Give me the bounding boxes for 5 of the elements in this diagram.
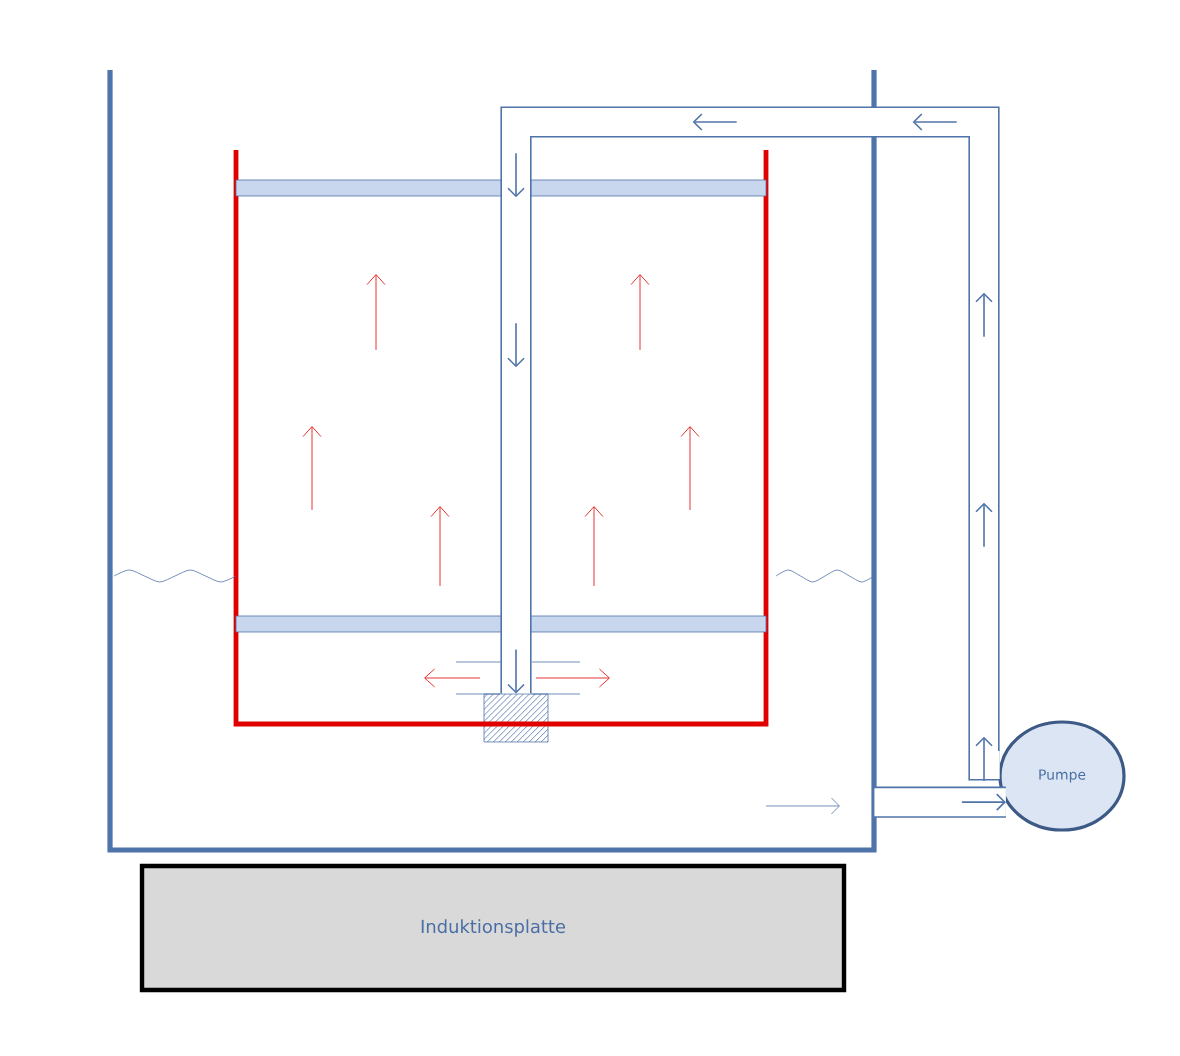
impeller-block [483,693,549,743]
induction-plate-box: Induktionsplatte [139,863,847,993]
pipe [874,786,1006,818]
pipe [500,106,1002,782]
vessel-drawing [107,70,877,853]
